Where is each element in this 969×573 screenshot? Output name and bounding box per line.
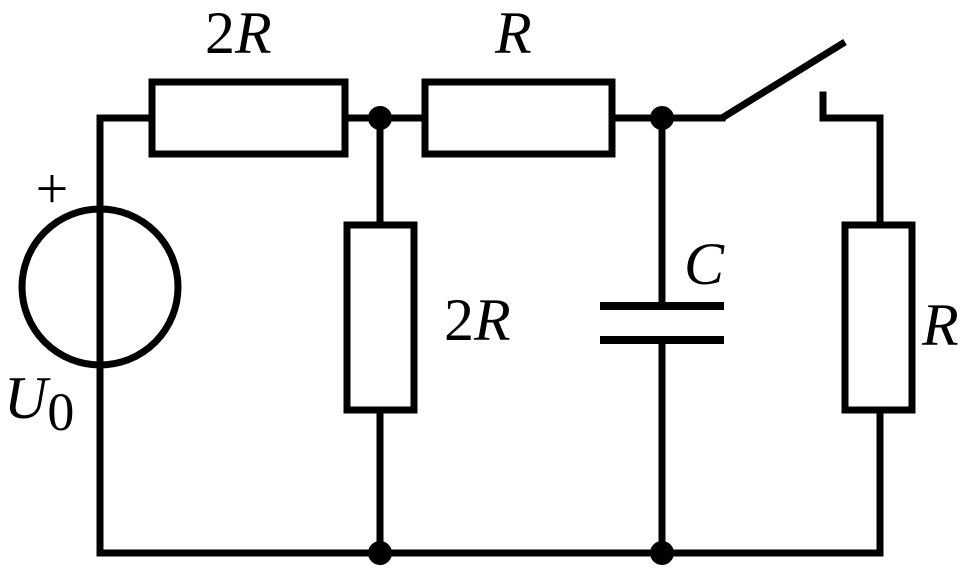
resistor-top-left — [148, 78, 349, 158]
node-bottom-left — [368, 541, 392, 565]
node-top-left — [368, 106, 392, 130]
resistor-shunt — [343, 221, 418, 414]
source-plus-sign: + — [36, 156, 69, 221]
capacitor — [600, 302, 724, 344]
node-top-right — [650, 106, 674, 130]
voltage-source: + U0 — [4, 156, 182, 442]
node-bottom-right — [650, 541, 674, 565]
capacitor-label: C — [684, 231, 725, 297]
resistor-top-left-label: 2R — [205, 0, 272, 66]
wires — [96, 91, 884, 557]
resistor-top-mid-label: R — [494, 0, 532, 66]
switch-blade — [720, 39, 847, 121]
resistor-shunt-label: 2R — [444, 287, 511, 353]
source-circle — [18, 205, 182, 369]
resistor-top-mid — [421, 78, 616, 158]
resistor-right — [841, 221, 916, 414]
source-label: U0 — [4, 365, 74, 442]
resistor-right-label: R — [921, 292, 959, 358]
